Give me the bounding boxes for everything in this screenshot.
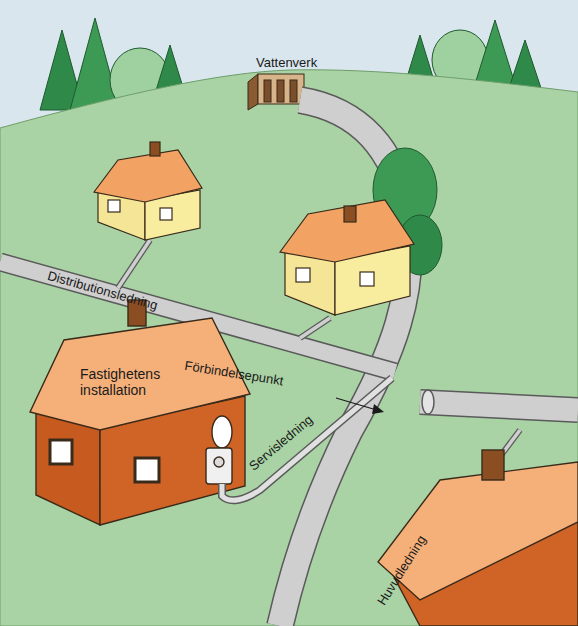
house-1 [94, 142, 202, 240]
building-label: Vattenverk [256, 55, 317, 70]
pipe-end [422, 390, 434, 414]
service-pipe [222, 378, 392, 500]
cross-pipe-outline [420, 402, 578, 410]
service-pipe-outline [222, 378, 392, 500]
arrow-head [372, 404, 384, 414]
property-label: Fastighetens installation [80, 366, 170, 398]
ground [0, 70, 578, 626]
cross-pipe [420, 402, 578, 410]
water-works [248, 74, 304, 110]
house-4 [378, 450, 578, 626]
house-2 [280, 200, 414, 315]
house-3 [30, 300, 250, 525]
